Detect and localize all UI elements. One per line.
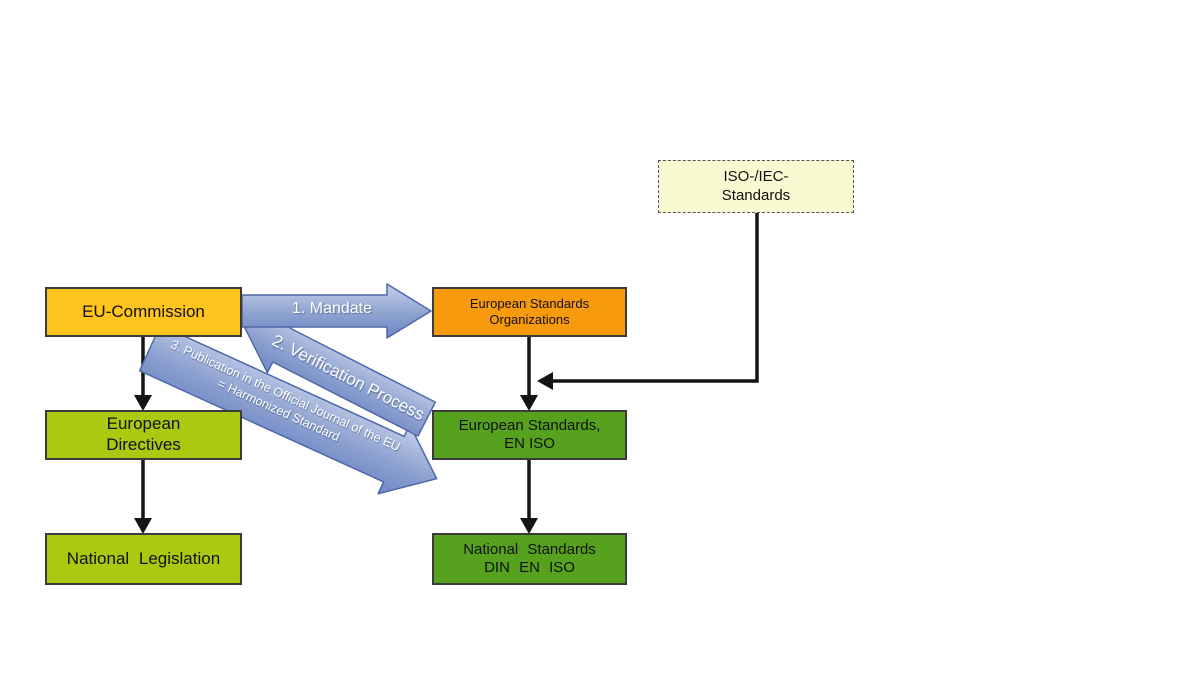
arrowhead-down-icon bbox=[134, 518, 152, 534]
box-national-standards-din-en-iso: National Standards DIN EN ISO bbox=[432, 533, 627, 585]
block-arrows bbox=[138, 283, 438, 495]
box-european-directives: European Directives bbox=[45, 410, 242, 460]
connector-arrowheads bbox=[134, 372, 553, 534]
connector-lines bbox=[141, 213, 759, 519]
publication-block-arrow bbox=[138, 324, 438, 495]
mandate-block-arrow bbox=[241, 283, 432, 339]
box-european-standards-en-iso: European Standards, EN ISO bbox=[432, 410, 627, 460]
box-iso-iec-standards: ISO-/IEC- Standards bbox=[658, 160, 854, 213]
box-eu-commission: EU-Commission bbox=[45, 287, 242, 337]
arrowhead-down-icon bbox=[134, 395, 152, 411]
arrowhead-down-icon bbox=[520, 518, 538, 534]
connector-iso-to-eniso bbox=[551, 213, 759, 383]
box-national-legislation: National Legislation bbox=[45, 533, 242, 585]
box-european-standards-organizations: European Standards Organizations bbox=[432, 287, 627, 337]
arrowhead-down-icon bbox=[520, 395, 538, 411]
arrowhead-left-icon bbox=[537, 372, 553, 390]
mandate-arrow-label: 1. Mandate bbox=[291, 300, 373, 317]
